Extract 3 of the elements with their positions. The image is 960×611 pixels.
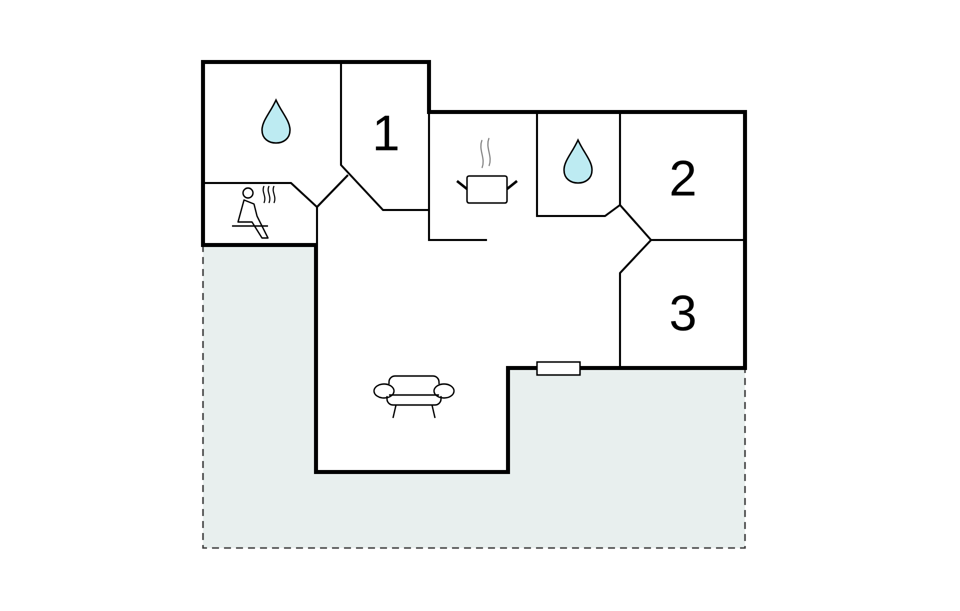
room-number: 3 — [671, 295, 695, 331]
room-number: 2 — [672, 160, 694, 196]
room-number: 1 — [376, 116, 398, 150]
